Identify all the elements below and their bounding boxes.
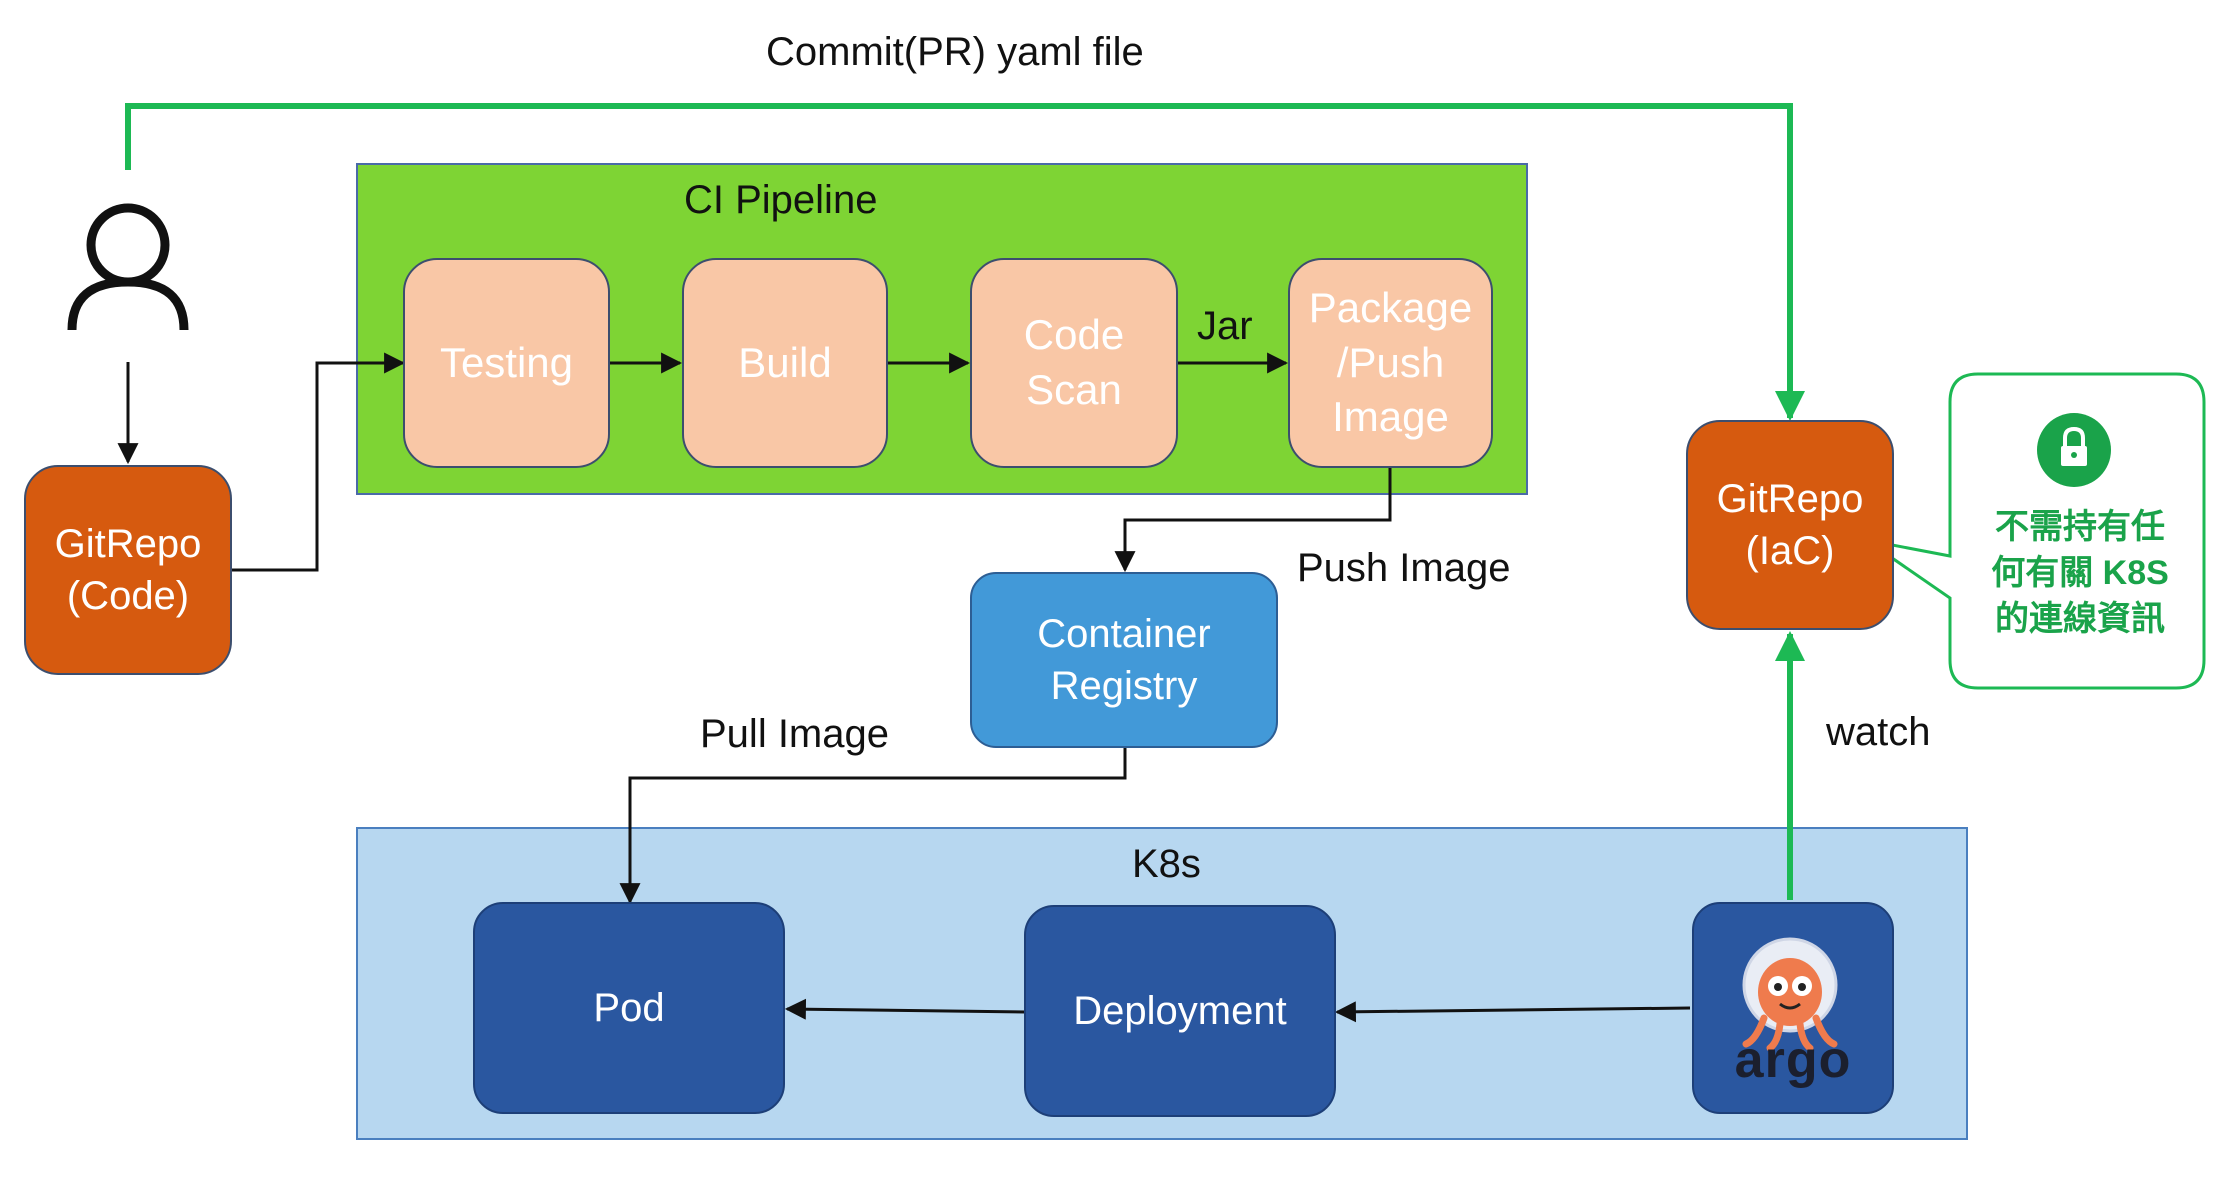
package-to-registry-arrow [1114,468,1392,573]
testing-step: Testing [403,258,610,468]
push-image-label: Push Image [1297,546,1511,590]
gitrepo-code: GitRepo (Code) [24,465,232,675]
gitrepo-to-testing-arrow [231,352,406,572]
ci-pipeline-title: CI Pipeline [684,178,878,222]
deployment-node: Deployment [1024,905,1336,1117]
watch-label: watch [1826,710,1931,754]
argo-to-deployment-arrow [1334,1001,1691,1023]
build-step: Build [682,258,888,468]
lock-icon [2037,413,2111,487]
k8s-title: K8s [1132,842,1201,886]
package-push-image-step: Package /Push Image [1288,258,1493,468]
gitrepo-iac: GitRepo (IaC) [1686,420,1894,630]
argo-logo-text: argo [1734,1031,1852,1089]
callout-text: 不需持有任 何有關 K8S 的連線資訊 [1991,508,2169,638]
container-registry: Container Registry [970,572,1278,748]
registry-to-pod-arrow [619,748,1127,905]
jar-label: Jar [1197,304,1253,348]
commit-arrow [125,103,1805,421]
deployment-to-pod-arrow [784,998,1026,1020]
commit-label: Commit(PR) yaml file [766,30,1144,74]
pod-node: Pod [473,902,785,1114]
user-icon [67,203,189,331]
pull-image-label: Pull Image [700,712,889,756]
code-scan-step: Code Scan [970,258,1178,468]
